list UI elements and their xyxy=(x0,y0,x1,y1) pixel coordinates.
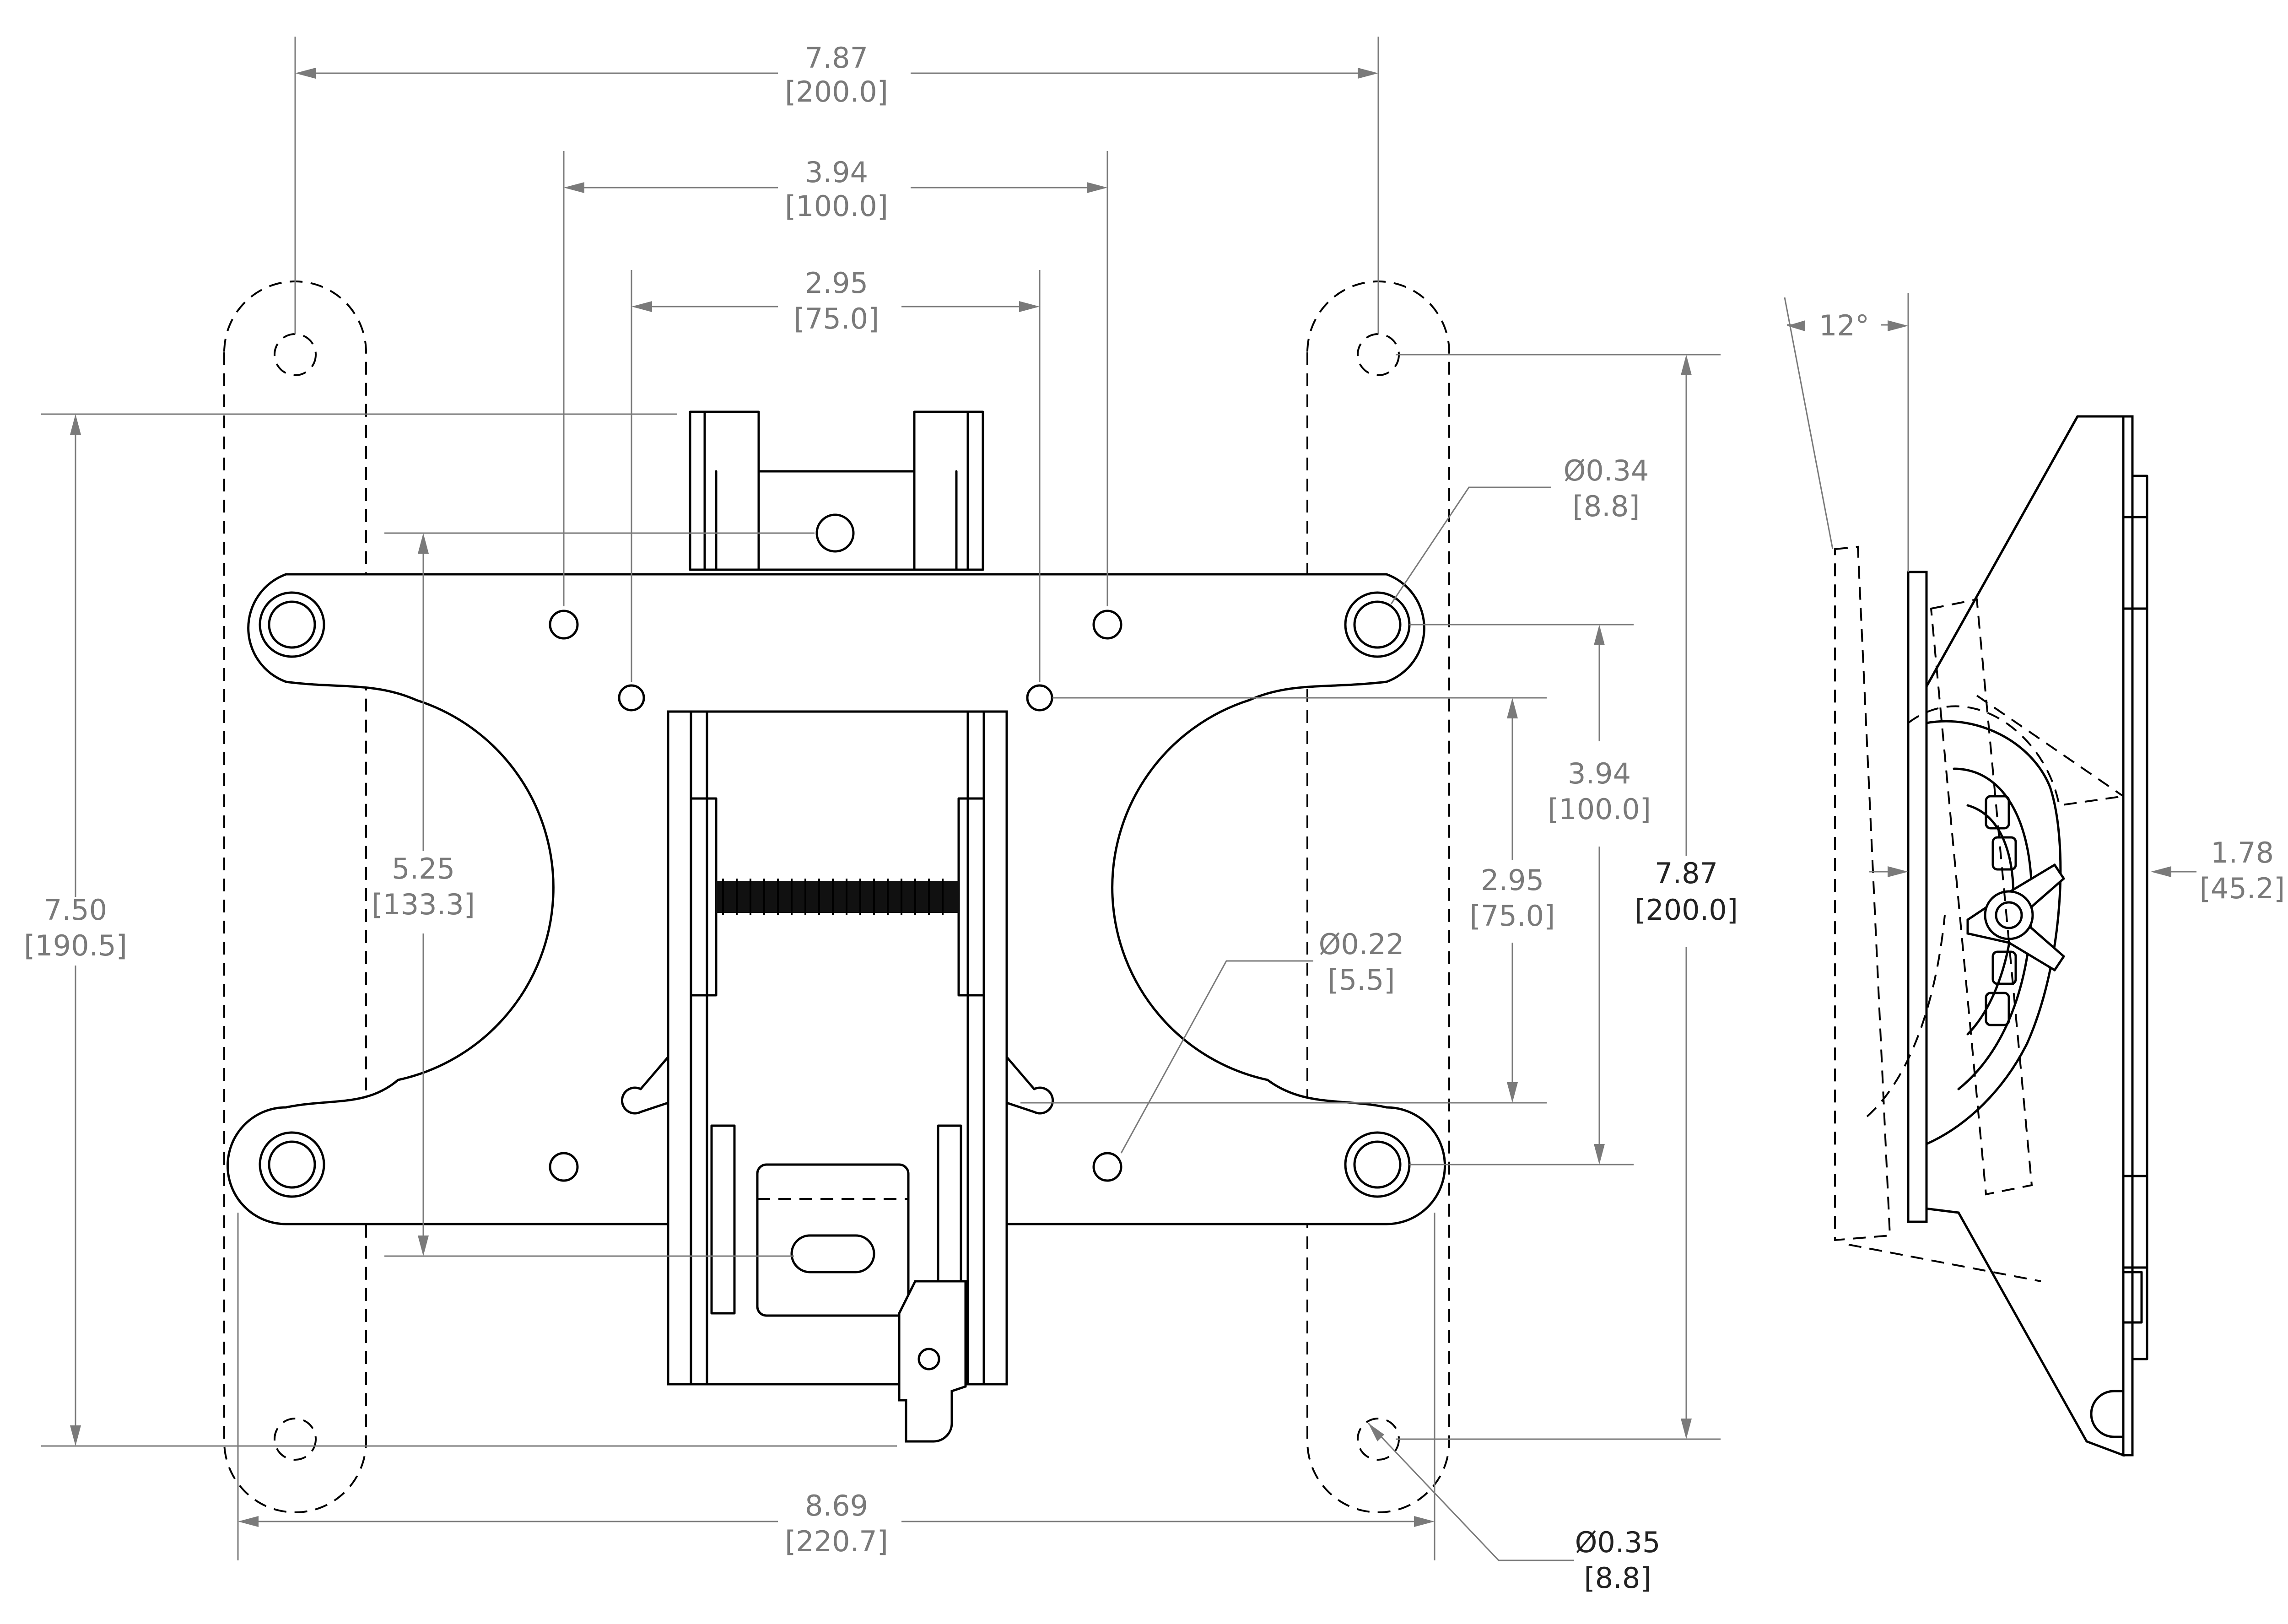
dimension-lines xyxy=(41,37,2196,1561)
right-rail-outline xyxy=(1306,281,1450,1513)
dim-bottom-width-mm: [220.7] xyxy=(785,1525,888,1558)
dim-top-75-inch: 2.95 xyxy=(805,266,868,300)
mount-hole-tl xyxy=(259,591,325,658)
dim-hole-large-inch: Ø0.34 xyxy=(1564,454,1649,487)
rail-hole-top-right xyxy=(1357,333,1400,376)
dim-tilt-angle: 12° xyxy=(1819,309,1869,342)
dim-hole-large-mm: [8.8] xyxy=(1573,490,1640,523)
dim-bottom-width-inch: 8.69 xyxy=(805,1489,868,1522)
dim-top-200-mm: [200.0] xyxy=(785,75,888,108)
vesa-hole-100-tl xyxy=(549,610,579,640)
dim-top-200-inch: 7.87 xyxy=(805,41,868,75)
top-bracket xyxy=(689,410,984,571)
dim-right-75-inch: 2.95 xyxy=(1481,863,1544,897)
mount-hole-bl xyxy=(259,1131,325,1198)
dim-hole-bottom-mm: [8.8] xyxy=(1584,1561,1651,1595)
vesa-hole-75-tr xyxy=(1026,684,1053,712)
vesa-hole-100-tr xyxy=(1092,610,1122,640)
dimension-labels: 7.87 [200.0] 3.94 [100.0] 2.95 [75.0] 7.… xyxy=(24,41,2285,1595)
dim-height-left-mm: [190.5] xyxy=(24,929,127,962)
dim-inner-height-mm: [133.3] xyxy=(372,888,475,921)
dim-hole-small-mm: [5.5] xyxy=(1328,963,1395,997)
dim-right-200-inch: 7.87 xyxy=(1655,857,1718,890)
dim-right-200-mm: [200.0] xyxy=(1635,893,1738,927)
dim-right-100-mm: [100.0] xyxy=(1548,793,1651,826)
vesa-hole-100-bl xyxy=(549,1152,579,1182)
vesa-hole-100-br xyxy=(1092,1152,1122,1182)
dim-top-75-mm: [75.0] xyxy=(794,302,879,335)
dim-height-left-inch: 7.50 xyxy=(44,893,107,927)
dim-right-75-mm: [75.0] xyxy=(1470,899,1555,933)
dim-depth-inch: 1.78 xyxy=(2211,836,2274,869)
dim-top-100-mm: [100.0] xyxy=(785,189,888,223)
dim-hole-small-inch: Ø0.22 xyxy=(1319,928,1404,961)
dim-depth-mm: [45.2] xyxy=(2200,872,2285,905)
dim-hole-bottom-inch: Ø0.35 xyxy=(1575,1526,1661,1559)
tilt-mechanism xyxy=(621,710,1054,1443)
rail-hole-bottom-left xyxy=(274,1418,317,1461)
rail-hole-top-left xyxy=(274,333,317,376)
dim-inner-height-inch: 5.25 xyxy=(392,852,455,885)
side-view xyxy=(1834,415,2148,1457)
dim-right-100-inch: 3.94 xyxy=(1568,757,1631,790)
left-rail-outline xyxy=(223,281,367,1513)
dim-top-100-inch: 3.94 xyxy=(805,156,868,189)
vesa-hole-75-tl xyxy=(618,684,645,712)
front-view xyxy=(223,281,1450,1513)
